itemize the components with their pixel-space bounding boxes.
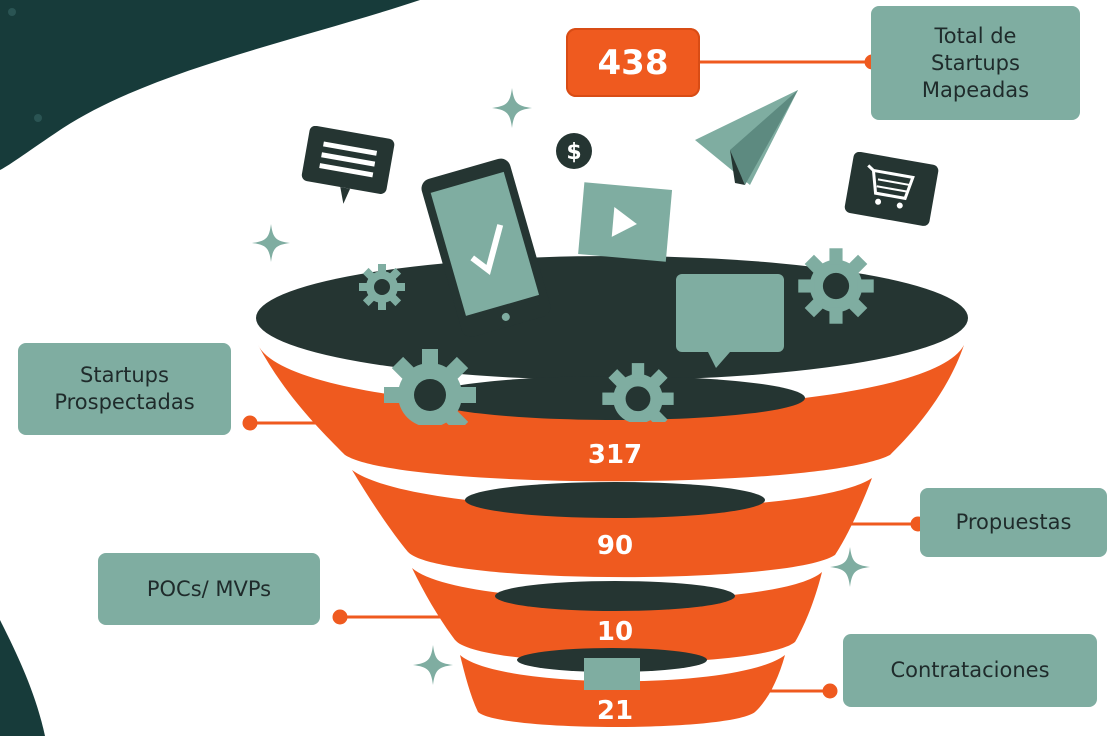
total-label-line: Startups bbox=[931, 50, 1020, 75]
stage-label-line: Contrataciones bbox=[890, 658, 1050, 682]
cart-icon bbox=[844, 152, 939, 226]
stage-label-prospectadas: Startups Prospectadas bbox=[18, 343, 231, 435]
sparkle-icon bbox=[830, 547, 870, 587]
stage-label-pocs: POCs/ MVPs bbox=[98, 553, 320, 625]
stage-value: 317 bbox=[587, 440, 643, 470]
total-label-line: Mapeadas bbox=[921, 77, 1030, 102]
sparkle-icon bbox=[492, 88, 532, 128]
video-play-icon bbox=[578, 182, 673, 262]
stage-label-line: Startups bbox=[80, 363, 169, 387]
funnel-band-2 bbox=[352, 470, 872, 578]
sparkle-icon bbox=[413, 645, 453, 685]
paper-plane-icon bbox=[695, 90, 798, 185]
stage-label-contrataciones: Contrataciones bbox=[843, 634, 1097, 707]
gear-icon bbox=[798, 248, 874, 324]
sparkle-icon bbox=[252, 224, 290, 262]
svg-text:$: $ bbox=[566, 140, 581, 165]
stage-value: 21 bbox=[596, 696, 634, 726]
total-label-line: Total de bbox=[934, 23, 1017, 48]
dollar-icon: $ bbox=[556, 133, 592, 169]
gear-icon bbox=[384, 349, 476, 425]
funnel-band-4 bbox=[460, 655, 785, 727]
stage-label-line: Prospectadas bbox=[54, 390, 195, 414]
message-icon bbox=[301, 126, 395, 204]
gear-icon bbox=[602, 363, 674, 422]
total-value-badge: 438 bbox=[566, 28, 700, 97]
total-label: Total de Startups Mapeadas bbox=[871, 6, 1080, 120]
stage-label-line: Propuestas bbox=[955, 510, 1072, 534]
chat-bubble-icon bbox=[676, 274, 784, 368]
smartphone-check-icon bbox=[421, 158, 551, 337]
funnel-band-3 bbox=[412, 568, 822, 663]
stage-label-propuestas: Propuestas bbox=[920, 488, 1107, 557]
stage-value: 90 bbox=[596, 531, 634, 561]
stage-label-line: POCs/ MVPs bbox=[146, 576, 272, 601]
stage-value: 10 bbox=[596, 617, 634, 647]
gear-icon bbox=[359, 264, 405, 310]
